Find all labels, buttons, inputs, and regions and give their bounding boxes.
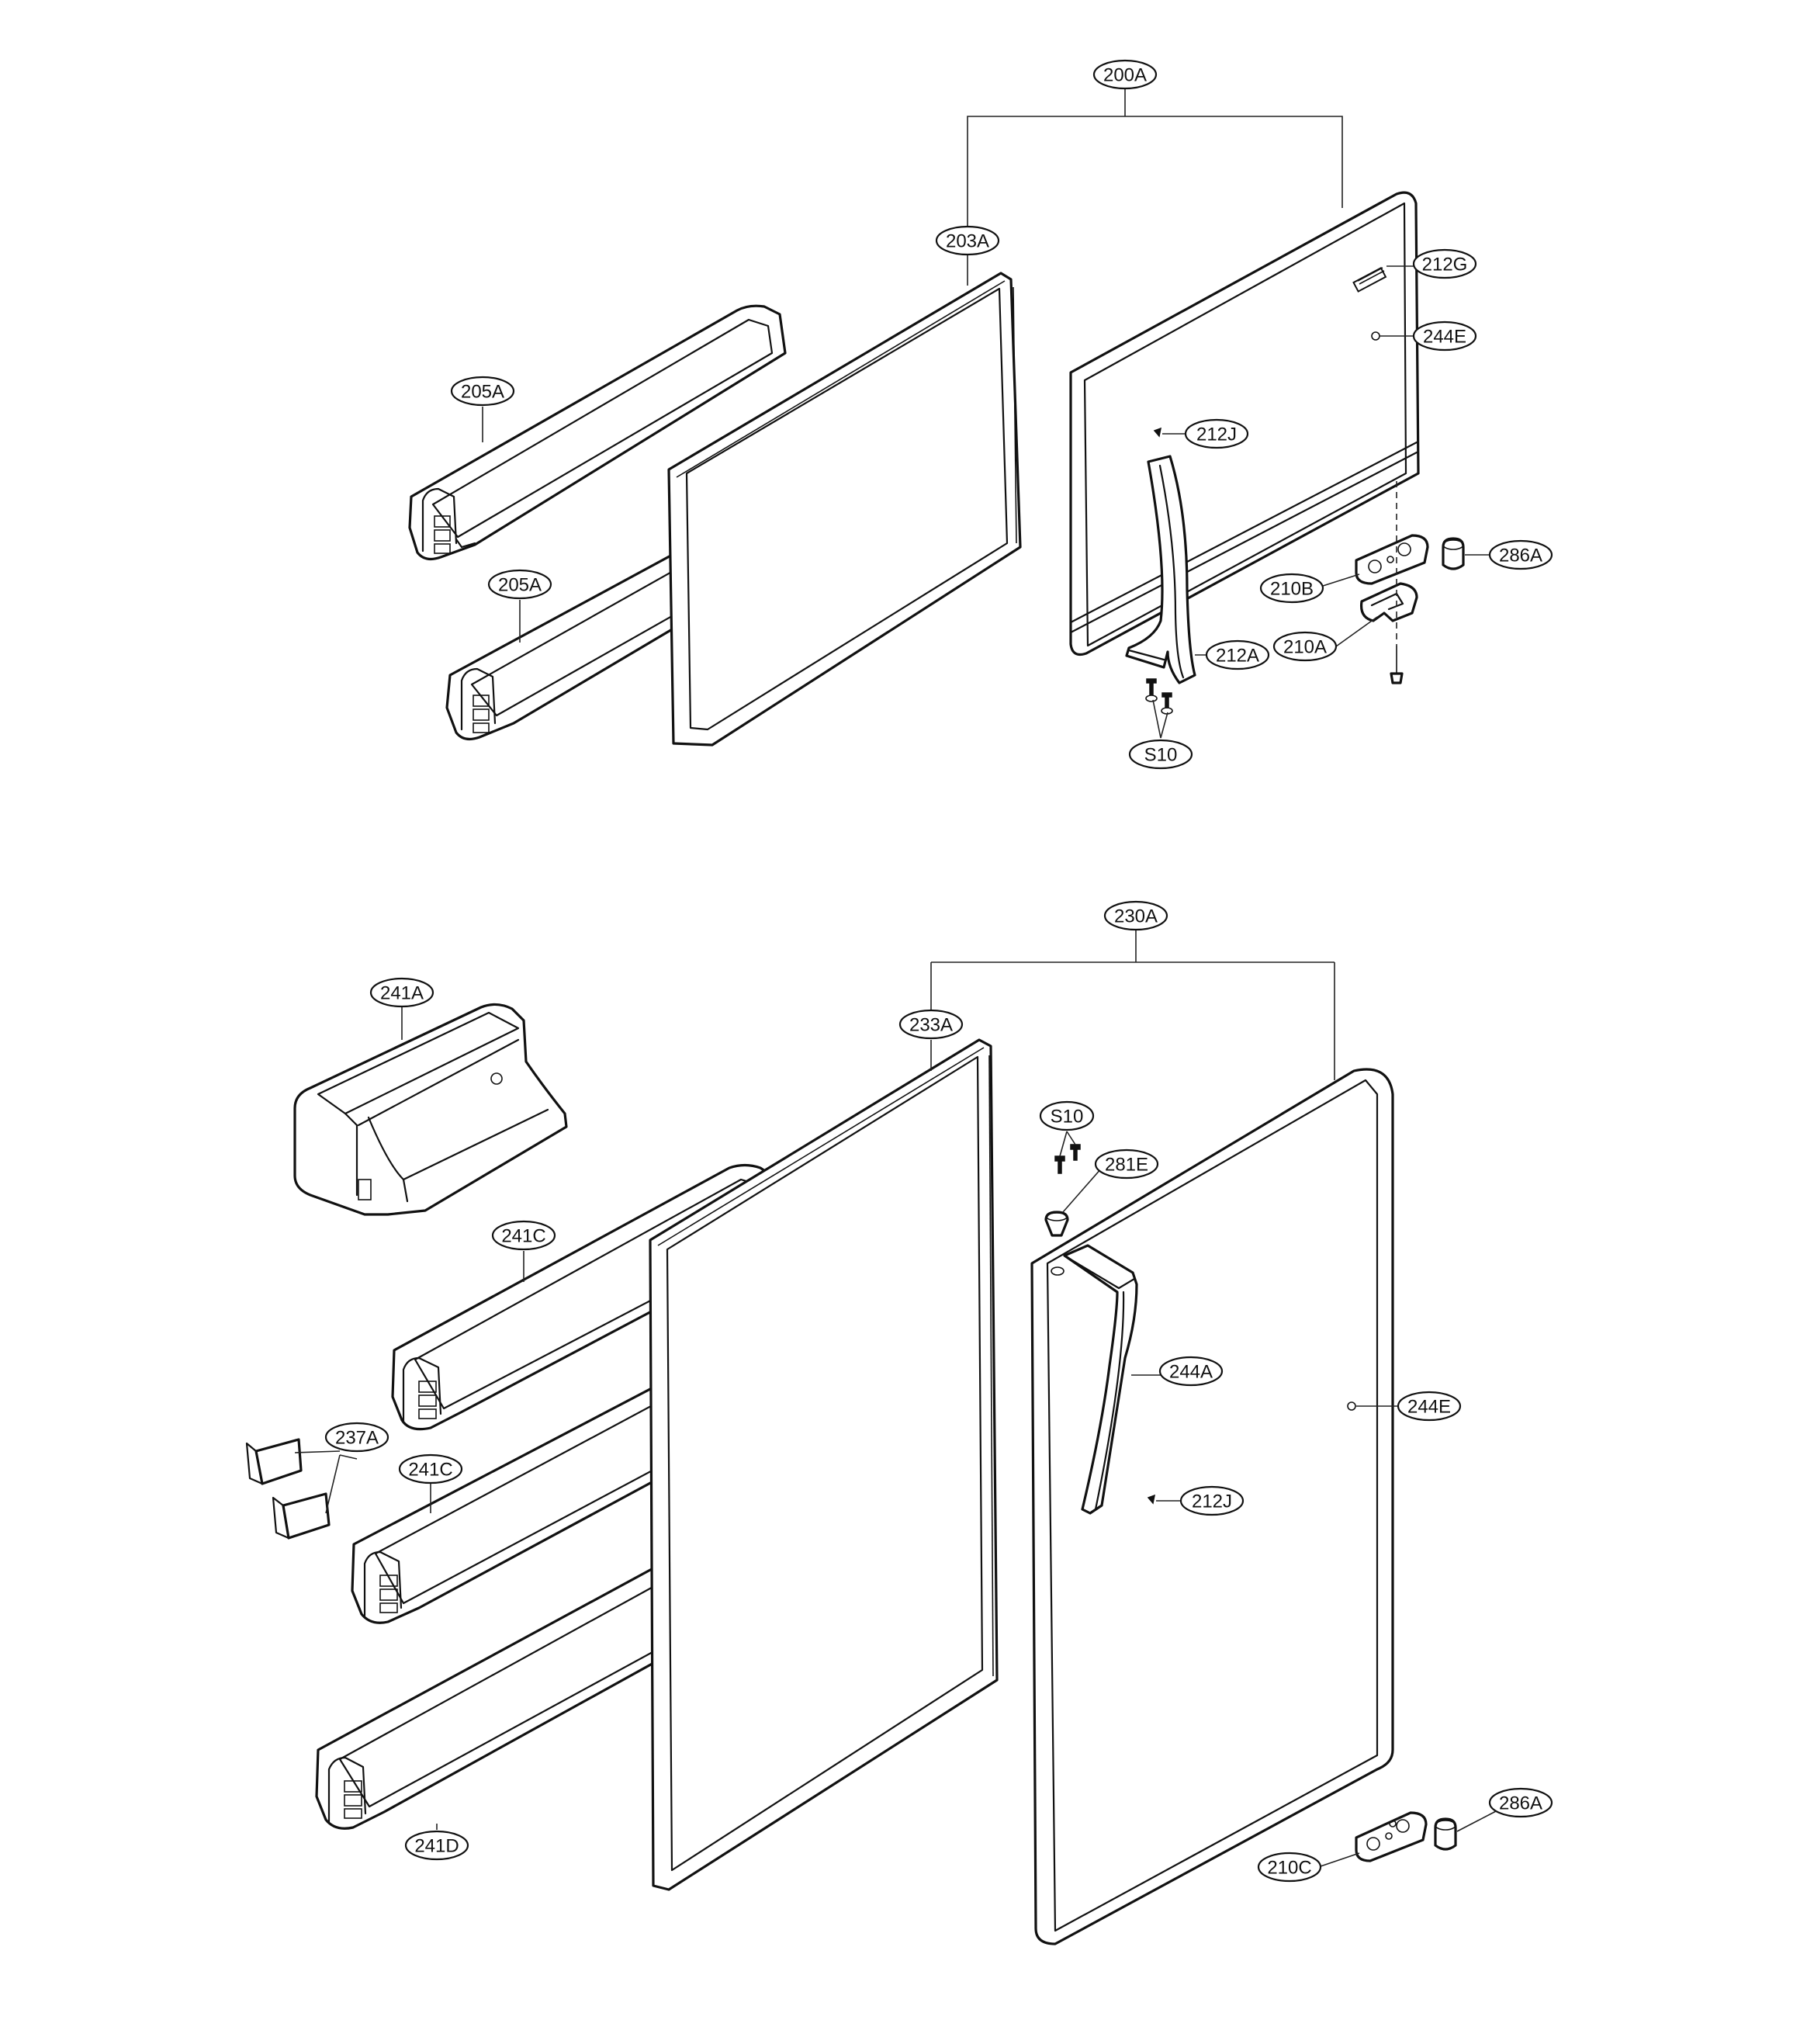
label-241c-2: 241C	[398, 1453, 463, 1484]
label-210a: 210A	[1272, 631, 1338, 662]
svg-text:241C: 241C	[501, 1226, 545, 1247]
leader-s10-upper	[1152, 699, 1168, 739]
svg-text:233A: 233A	[909, 1015, 953, 1036]
gasket-233a	[649, 1038, 999, 1891]
label-bubbles: 200A 203A 212G 244E 205A 212J 205A 286A …	[324, 59, 1553, 1883]
leader-210b	[1322, 573, 1360, 587]
label-241a: 241A	[369, 977, 434, 1008]
screws-s10-upper	[1145, 678, 1173, 715]
svg-text:200A: 200A	[1103, 65, 1147, 86]
leader-210a	[1335, 616, 1378, 647]
label-212a: 212A	[1205, 639, 1270, 670]
svg-text:210A: 210A	[1283, 637, 1327, 658]
hinge-210c	[1355, 1811, 1428, 1862]
svg-text:286A: 286A	[1499, 546, 1542, 566]
label-s10-lower: S10	[1039, 1100, 1095, 1131]
svg-text:205A: 205A	[461, 382, 504, 403]
label-210c: 210C	[1257, 1852, 1322, 1883]
upper-door-assembly	[408, 88, 1490, 747]
label-205a-1: 205A	[450, 376, 515, 407]
label-241d: 241D	[404, 1830, 469, 1861]
svg-text:212A: 212A	[1216, 646, 1259, 667]
leader-281e	[1062, 1167, 1103, 1213]
lower-door-assembly	[245, 930, 1498, 1945]
svg-text:241D: 241D	[414, 1836, 459, 1857]
screw-hinge-upper	[1390, 646, 1404, 684]
svg-text:241C: 241C	[408, 1460, 452, 1481]
clip-237a-1	[245, 1438, 303, 1485]
dairy-bin-241a	[293, 1003, 568, 1216]
svg-text:S10: S10	[1144, 745, 1178, 766]
svg-text:203A: 203A	[946, 231, 989, 252]
label-200a: 200A	[1092, 59, 1158, 90]
label-244e-upper: 244E	[1412, 320, 1477, 352]
svg-text:S10: S10	[1051, 1107, 1084, 1128]
hinge-210b	[1355, 534, 1429, 585]
bracket-200a	[967, 88, 1343, 233]
svg-text:244E: 244E	[1423, 327, 1466, 348]
label-281e: 281E	[1094, 1148, 1159, 1180]
label-244a: 244A	[1158, 1356, 1224, 1387]
label-212j-upper: 212J	[1184, 418, 1249, 449]
label-210b: 210B	[1259, 573, 1324, 604]
label-237a: 237A	[324, 1422, 389, 1453]
leader-286a-lower	[1456, 1810, 1498, 1832]
label-205a-2: 205A	[487, 569, 552, 600]
label-230a: 230A	[1103, 900, 1168, 931]
svg-text:286A: 286A	[1499, 1793, 1542, 1814]
gasket-203a	[667, 272, 1022, 747]
svg-text:244A: 244A	[1169, 1362, 1213, 1383]
leader-210c	[1320, 1852, 1360, 1867]
svg-text:237A: 237A	[335, 1428, 379, 1449]
label-286a-upper: 286A	[1488, 539, 1553, 570]
svg-text:205A: 205A	[498, 575, 542, 596]
hinge-210a	[1359, 582, 1418, 622]
clip-237a-2	[272, 1492, 331, 1540]
svg-text:212G: 212G	[1422, 255, 1468, 275]
plug-281e	[1044, 1211, 1069, 1237]
bracket-230a	[930, 930, 1335, 1080]
label-286a-lower: 286A	[1488, 1787, 1553, 1818]
svg-text:244E: 244E	[1407, 1397, 1451, 1418]
label-244e-lower: 244E	[1397, 1391, 1462, 1422]
leader-237a	[294, 1450, 358, 1514]
handle-244a	[1063, 1244, 1138, 1515]
svg-text:210B: 210B	[1270, 579, 1314, 600]
cap-286a-upper	[1442, 537, 1465, 570]
svg-text:210C: 210C	[1267, 1858, 1311, 1879]
svg-text:241A: 241A	[380, 983, 424, 1004]
label-233a: 233A	[898, 1009, 964, 1040]
handle-212a	[1125, 455, 1196, 684]
screws-s10-lower	[1054, 1144, 1081, 1174]
svg-text:230A: 230A	[1114, 906, 1158, 927]
label-203a: 203A	[935, 225, 1000, 256]
leader-s10-lower	[1059, 1131, 1076, 1157]
door-panel-upper	[1069, 191, 1420, 657]
svg-text:212J: 212J	[1192, 1491, 1232, 1512]
svg-text:281E: 281E	[1105, 1155, 1148, 1176]
label-241c-1: 241C	[491, 1220, 556, 1251]
svg-text:212J: 212J	[1196, 424, 1237, 445]
door-bin-205a-upper	[408, 304, 787, 561]
cap-286a-lower	[1434, 1817, 1457, 1851]
label-212j-lower: 212J	[1179, 1485, 1245, 1516]
label-s10-upper: S10	[1128, 739, 1193, 770]
label-212g: 212G	[1412, 248, 1477, 279]
